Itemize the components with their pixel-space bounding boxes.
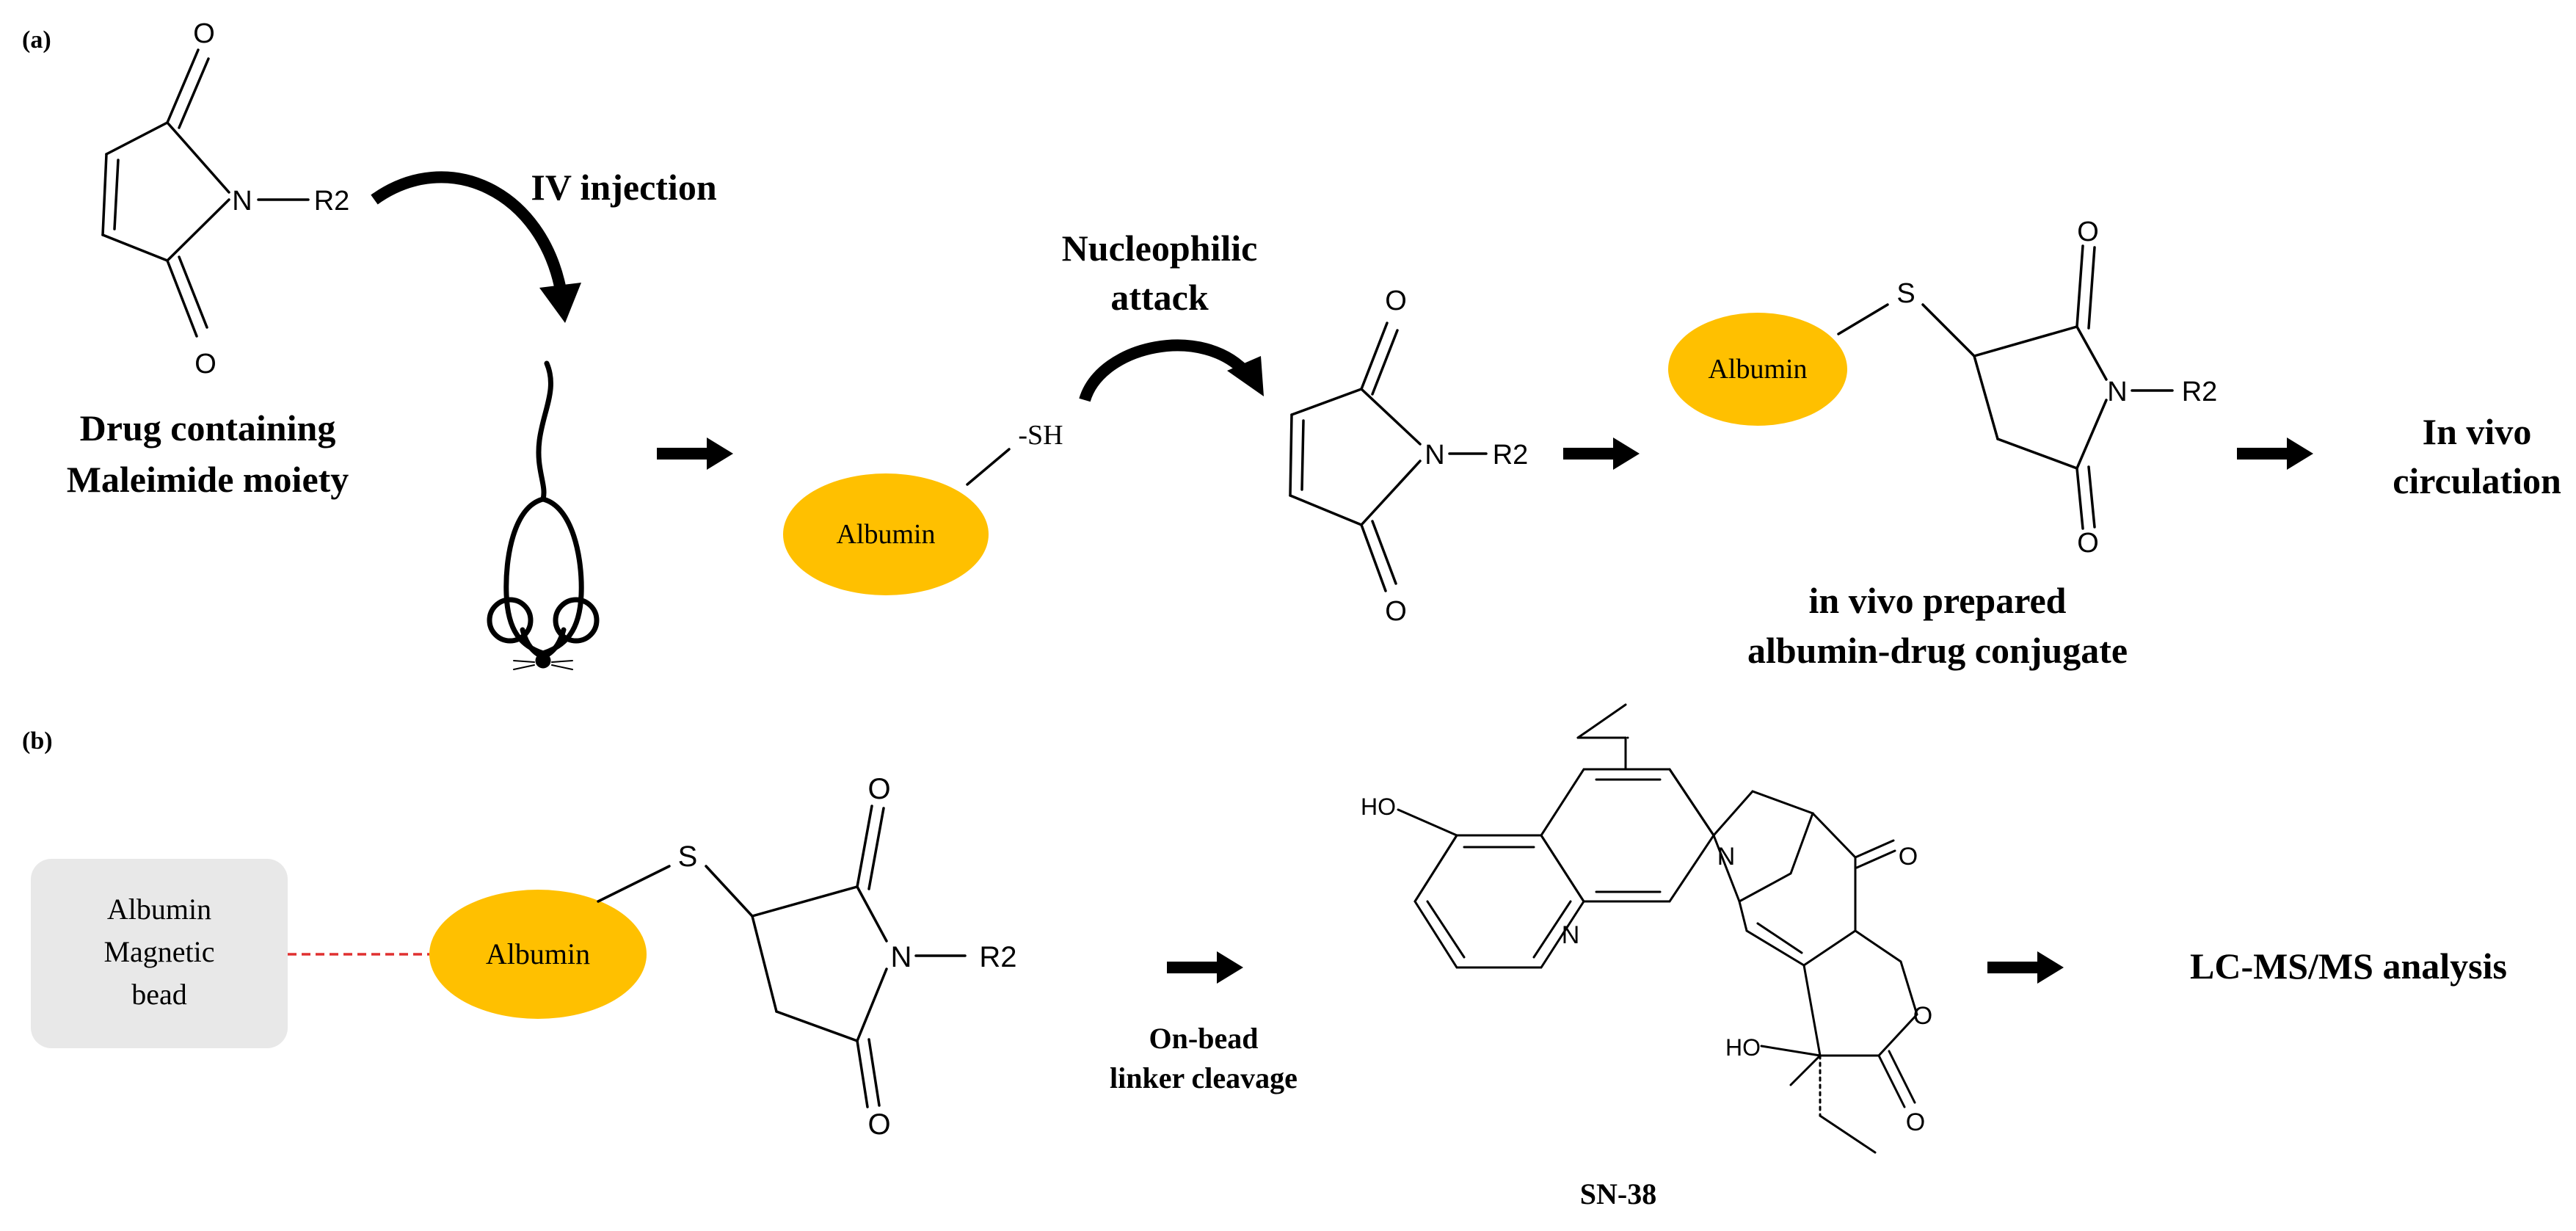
thiol-label: -SH [1018, 420, 1063, 451]
bead-label-line2: Magnetic [103, 935, 214, 968]
iv-injection-label: IV injection [531, 167, 716, 208]
conjugate-label-line1: in vivo prepared [1809, 580, 2067, 621]
atom-nitrogen: N [1425, 440, 1444, 471]
curved-arrow-icon [1079, 339, 1253, 402]
mouse-icon [487, 360, 600, 670]
atom-oxygen: O [1913, 1002, 1932, 1030]
circulation-label-line2: circulation [2393, 460, 2561, 501]
albumin-label: Albumin [836, 519, 935, 550]
atom-nitrogen: N [2107, 377, 2127, 407]
r-group-label: R2 [979, 941, 1016, 973]
atom-oxygen: O [1385, 596, 1407, 627]
cleavage-label-line1: On-bead [1149, 1022, 1259, 1055]
atom-nitrogen: N [1562, 921, 1580, 949]
atom-nitrogen: N [232, 186, 252, 217]
atom-oxygen: O [1906, 1108, 1925, 1136]
succinimide-bead-structure [597, 805, 967, 1108]
atom-hydroxyl: HO [1725, 1034, 1761, 1061]
nucleophilic-label-line2: attack [1110, 277, 1208, 318]
panel-a-label: (a) [22, 26, 51, 54]
atom-nitrogen: N [891, 941, 912, 973]
atom-oxygen: O [867, 773, 890, 805]
analysis-label: LC-MS/MS analysis [2190, 945, 2507, 987]
product-name-label: SN-38 [1580, 1177, 1656, 1210]
circulation-label-line1: In vivo [2423, 411, 2532, 452]
albumin-ellipse [783, 473, 989, 595]
conjugate-label-line2: albumin-drug conjugate [1747, 630, 2128, 671]
cleavage-label-line2: linker cleavage [1110, 1061, 1298, 1094]
albumin-ellipse [1668, 313, 1847, 426]
drug-label-line1: Drug containing [80, 407, 336, 449]
albumin-label: Albumin [1708, 354, 1807, 385]
r-group-label: R2 [1493, 440, 1529, 471]
curved-arrow-head-icon [1227, 356, 1264, 396]
atom-oxygen: O [193, 18, 215, 49]
bead-label-line3: bead [131, 978, 187, 1011]
atom-oxygen: O [1899, 843, 1918, 871]
atom-oxygen: O [2077, 528, 2099, 559]
albumin-ellipse [429, 890, 647, 1019]
atom-nitrogen: N [1717, 843, 1736, 871]
nucleophilic-label-line1: Nucleophilic [1062, 228, 1258, 269]
thiol-bond [966, 448, 1011, 486]
albumin-label: Albumin [486, 937, 590, 970]
drug-label-line2: Maleimide moiety [67, 459, 349, 500]
r-group-label: R2 [2182, 377, 2218, 407]
atom-oxygen: O [194, 349, 217, 380]
curved-arrow-head-icon [539, 283, 581, 323]
atom-oxygen: O [2077, 217, 2099, 247]
panel-b-label: (b) [22, 727, 53, 755]
right-arrow-icon [1563, 437, 1640, 470]
curved-arrow-icon [371, 171, 567, 295]
atom-oxygen: O [867, 1108, 890, 1141]
atom-sulfur: S [1896, 278, 1915, 309]
maleimide-structure-target [1289, 322, 1488, 592]
atom-hydroxyl: HO [1361, 794, 1396, 820]
bead-label-line1: Albumin [107, 893, 211, 926]
r-group-label: R2 [314, 186, 350, 217]
right-arrow-icon [657, 437, 733, 470]
right-arrow-icon [1167, 951, 1243, 984]
sn38-structure [1397, 703, 1918, 1154]
magnetic-bead [31, 859, 288, 1048]
succinimide-conjugate-structure [1837, 244, 2174, 530]
atom-sulfur: S [678, 840, 698, 873]
maleimide-structure-drug [101, 48, 310, 338]
right-arrow-icon [1987, 951, 2064, 984]
right-arrow-icon [2237, 437, 2313, 470]
atom-oxygen: O [1385, 286, 1407, 316]
